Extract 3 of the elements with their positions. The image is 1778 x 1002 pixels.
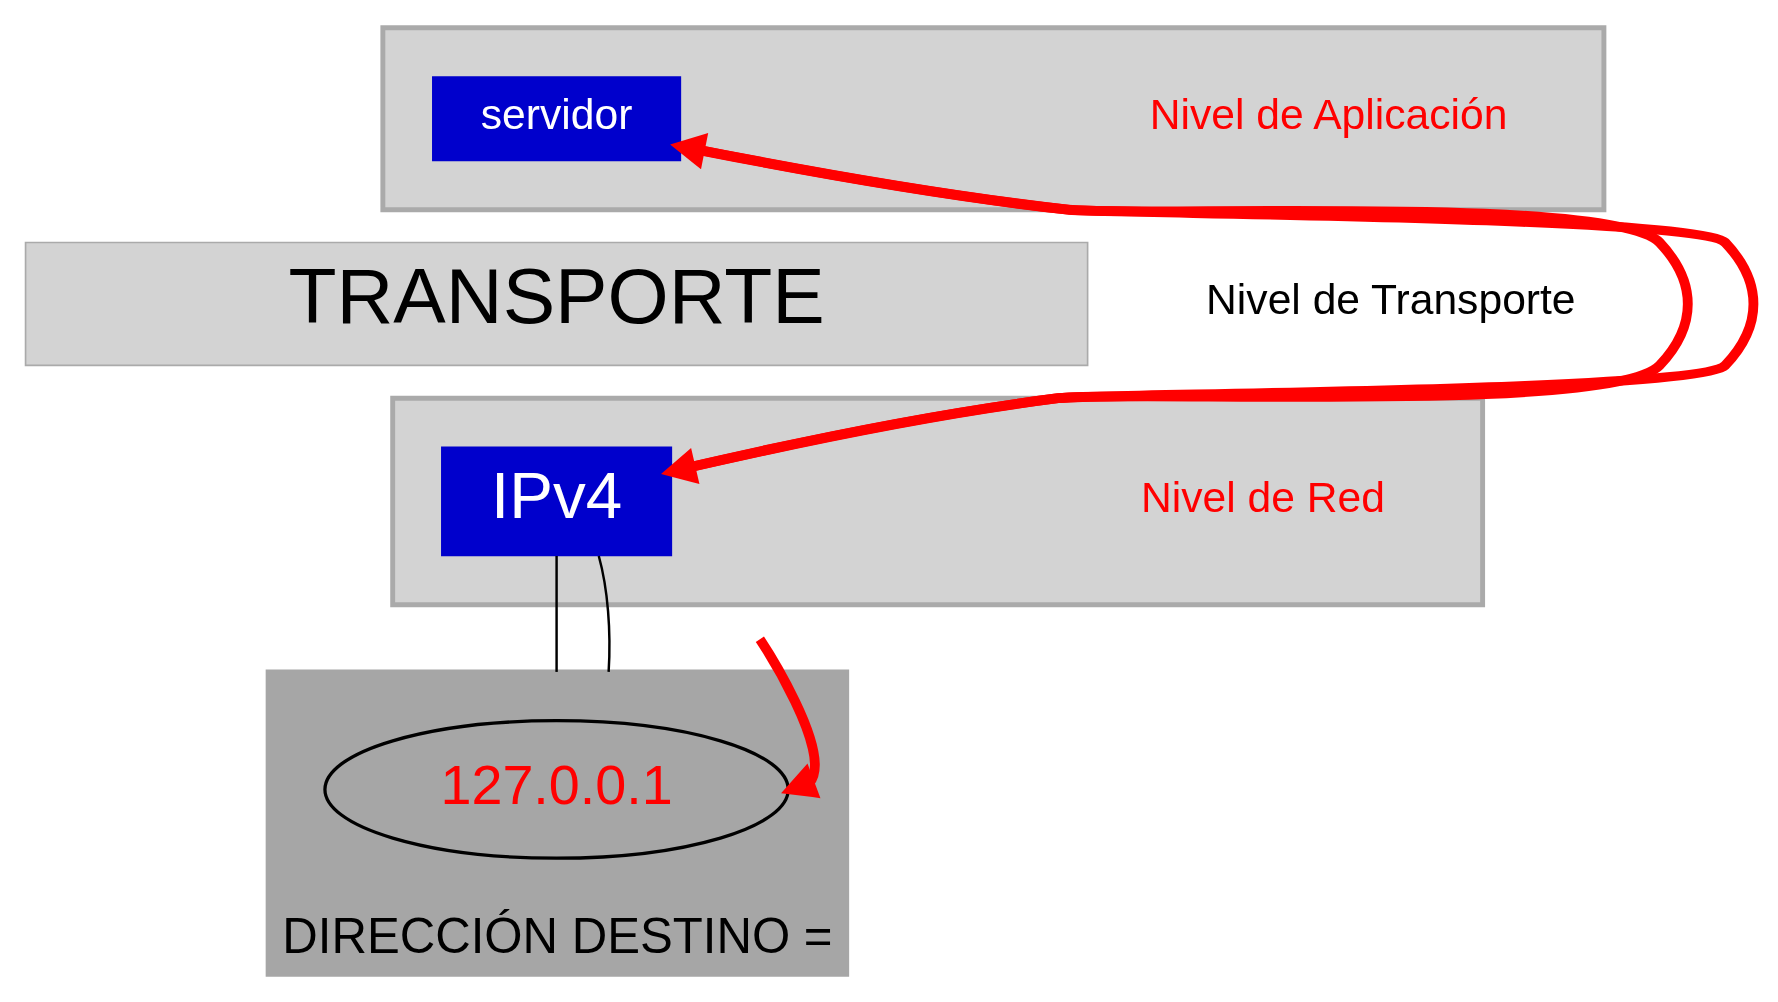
node-label: Nivel de Aplicación bbox=[1149, 90, 1507, 139]
node-label: Nivel de Transporte bbox=[1205, 275, 1576, 324]
node-label: Nivel de Red bbox=[1140, 472, 1385, 521]
